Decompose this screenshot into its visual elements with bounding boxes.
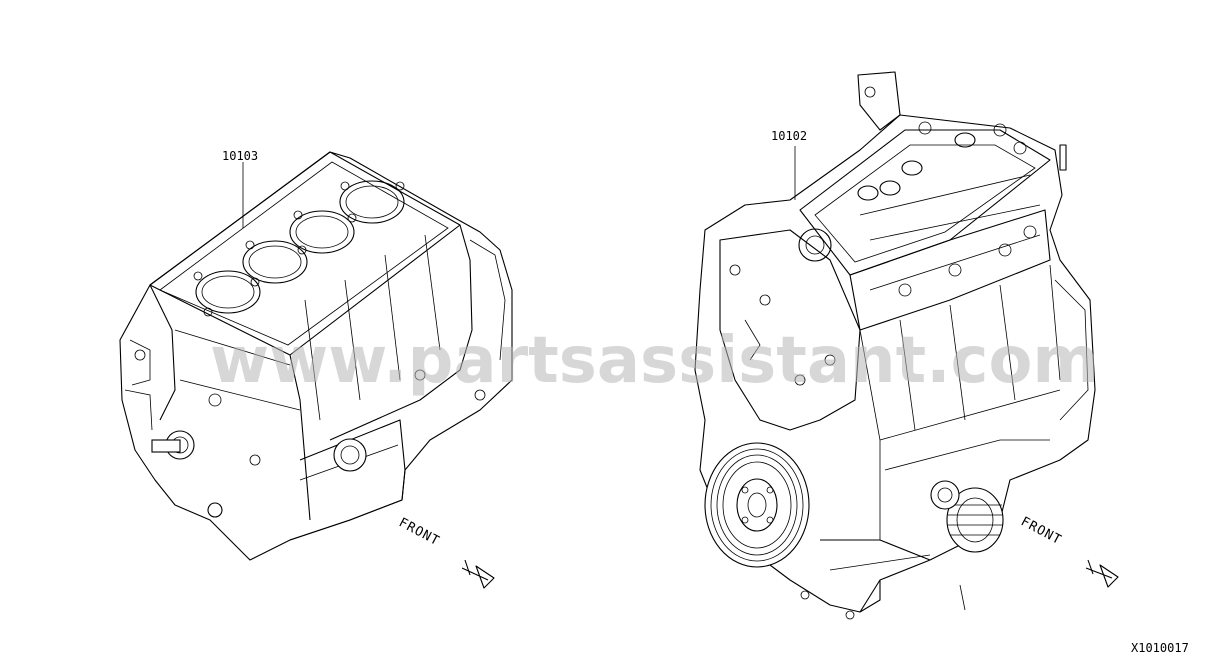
flywheel-gear [930, 480, 1004, 553]
cylinder-bores [195, 180, 405, 314]
front-label-right: FRONT [1018, 514, 1064, 548]
part-number-10102: 10102 [771, 129, 807, 143]
watermark: www.partsassistant.com [210, 324, 1099, 398]
complete-engine [694, 71, 1096, 620]
front-label-left: FRONT [396, 515, 442, 549]
short-block-engine [119, 151, 513, 561]
part-number-10103: 10103 [222, 149, 258, 163]
front-arrow-right-icon [1085, 559, 1119, 588]
diagram-code: X1010017 [1131, 641, 1189, 655]
crank-pulley [704, 442, 810, 568]
front-arrow-left-icon [461, 559, 495, 589]
